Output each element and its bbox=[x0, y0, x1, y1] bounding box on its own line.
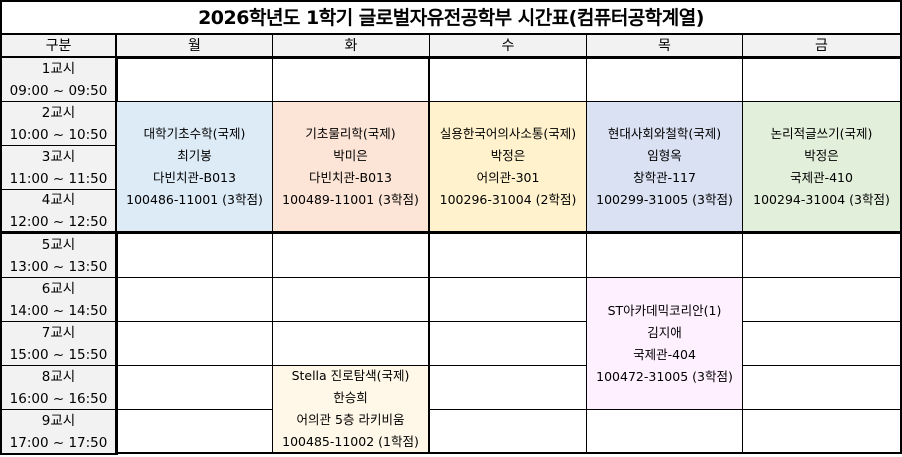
course-room: 다빈치관-B013 bbox=[309, 169, 392, 185]
empty-slot[interactable] bbox=[430, 234, 587, 278]
course-name: 논리적글쓰기(국제) bbox=[770, 125, 873, 141]
course-professor: 김지애 bbox=[647, 324, 682, 340]
empty-slot[interactable] bbox=[743, 410, 902, 454]
course-professor: 박정은 bbox=[490, 147, 526, 163]
course-professor: 최기봉 bbox=[177, 147, 212, 163]
header-label: 구분 bbox=[0, 35, 118, 59]
course-name: 대학기초수학(국제) bbox=[143, 125, 246, 141]
period-label: 1교시 09:00 ~ 09:50 bbox=[0, 58, 118, 102]
period-label: 4교시 12:00 ~ 12:50 bbox=[0, 190, 118, 234]
course-name: 실용한국어의사소통(국제) bbox=[439, 125, 577, 141]
empty-slot[interactable] bbox=[430, 410, 587, 454]
empty-slot[interactable] bbox=[587, 58, 743, 102]
course-code: 100489-11001 (3학점) bbox=[282, 191, 419, 207]
course-code: 100296-31004 (2학점) bbox=[439, 191, 577, 207]
empty-slot[interactable] bbox=[117, 234, 273, 278]
course-professor: 박정은 bbox=[804, 147, 839, 163]
period-label: 7교시 15:00 ~ 15:50 bbox=[0, 322, 118, 366]
period-name: 2교시 bbox=[41, 104, 76, 121]
timetable-title: 2026학년도 1학기 글로벌자유전공학부 시간표(컴퓨터공학계열) bbox=[0, 0, 902, 36]
period-label: 6교시 14:00 ~ 14:50 bbox=[0, 278, 118, 322]
period-name: 8교시 bbox=[41, 368, 76, 385]
course-professor: 임형옥 bbox=[647, 147, 682, 163]
period-label: 3교시 11:00 ~ 11:50 bbox=[0, 146, 118, 190]
period-name: 3교시 bbox=[41, 148, 76, 165]
empty-slot[interactable] bbox=[430, 366, 587, 410]
period-time: 14:00 ~ 14:50 bbox=[9, 302, 108, 319]
period-time: 17:00 ~ 17:50 bbox=[9, 434, 108, 451]
period-label: 9교시 17:00 ~ 17:50 bbox=[0, 410, 118, 455]
empty-slot[interactable] bbox=[117, 366, 273, 410]
header-day-2: 수 bbox=[430, 35, 587, 59]
empty-slot[interactable] bbox=[273, 278, 430, 322]
header-day-0: 월 bbox=[117, 35, 273, 59]
period-time: 13:00 ~ 13:50 bbox=[9, 258, 108, 275]
course-name: Stella 진로탐색(국제) bbox=[291, 368, 410, 383]
course-room: 창학관-117 bbox=[633, 169, 696, 185]
period-name: 7교시 bbox=[41, 324, 76, 341]
header-day-4: 금 bbox=[743, 35, 902, 59]
period-name: 1교시 bbox=[41, 60, 76, 77]
empty-slot[interactable] bbox=[117, 322, 273, 366]
empty-slot[interactable] bbox=[743, 58, 902, 102]
header-day-1: 화 bbox=[273, 35, 430, 59]
period-time: 16:00 ~ 16:50 bbox=[9, 390, 108, 407]
course-name: 현대사회와철학(국제) bbox=[607, 125, 722, 141]
empty-slot[interactable] bbox=[743, 234, 902, 278]
period-time: 10:00 ~ 10:50 bbox=[9, 126, 108, 143]
period-name: 4교시 bbox=[41, 191, 76, 208]
period-name: 6교시 bbox=[41, 280, 76, 297]
period-label: 5교시 13:00 ~ 13:50 bbox=[0, 234, 118, 278]
course-room: 다빈치관-B013 bbox=[153, 169, 236, 185]
header-day-3: 목 bbox=[587, 35, 743, 59]
course-code: 100485-11002 (1학점) bbox=[282, 434, 419, 449]
empty-slot[interactable] bbox=[117, 410, 273, 454]
empty-slot[interactable] bbox=[273, 234, 430, 278]
period-label: 8교시 16:00 ~ 16:50 bbox=[0, 366, 118, 410]
empty-slot[interactable] bbox=[743, 322, 902, 366]
empty-slot[interactable] bbox=[743, 278, 902, 322]
empty-slot[interactable] bbox=[273, 322, 430, 366]
empty-slot[interactable] bbox=[743, 366, 902, 410]
course-code: 100294-31004 (3학점) bbox=[753, 191, 890, 207]
course-code: 100472-31005 (3학점) bbox=[596, 368, 733, 384]
course-professor: 박미은 bbox=[333, 147, 368, 163]
period-time: 15:00 ~ 15:50 bbox=[9, 346, 108, 363]
empty-slot[interactable] bbox=[587, 234, 743, 278]
period-time: 09:00 ~ 09:50 bbox=[9, 82, 108, 99]
empty-slot[interactable] bbox=[430, 58, 587, 102]
course-code: 100486-11001 (3학점) bbox=[126, 191, 263, 207]
empty-slot[interactable] bbox=[117, 278, 273, 322]
period-name: 9교시 bbox=[41, 412, 76, 429]
empty-slot[interactable] bbox=[430, 322, 587, 366]
course-room: 어의관-301 bbox=[476, 169, 540, 185]
empty-slot[interactable] bbox=[587, 410, 743, 454]
period-label: 2교시 10:00 ~ 10:50 bbox=[0, 102, 118, 146]
course-room: 어의관 5층 라키비움 bbox=[296, 412, 405, 427]
course-code: 100299-31005 (3학점) bbox=[596, 191, 733, 207]
course-professor: 한승희 bbox=[333, 390, 368, 405]
course-room: 국제관-404 bbox=[633, 346, 696, 362]
course-room: 국제관-410 bbox=[790, 169, 853, 185]
course-name: 기초물리학(국제) bbox=[305, 125, 396, 141]
period-name: 5교시 bbox=[41, 236, 76, 253]
empty-slot[interactable] bbox=[117, 58, 273, 102]
empty-slot[interactable] bbox=[430, 278, 587, 322]
course-name: ST아카데믹코리안(1) bbox=[607, 302, 722, 318]
empty-slot[interactable] bbox=[273, 58, 430, 102]
period-time: 12:00 ~ 12:50 bbox=[9, 213, 108, 230]
period-time: 11:00 ~ 11:50 bbox=[9, 170, 108, 187]
